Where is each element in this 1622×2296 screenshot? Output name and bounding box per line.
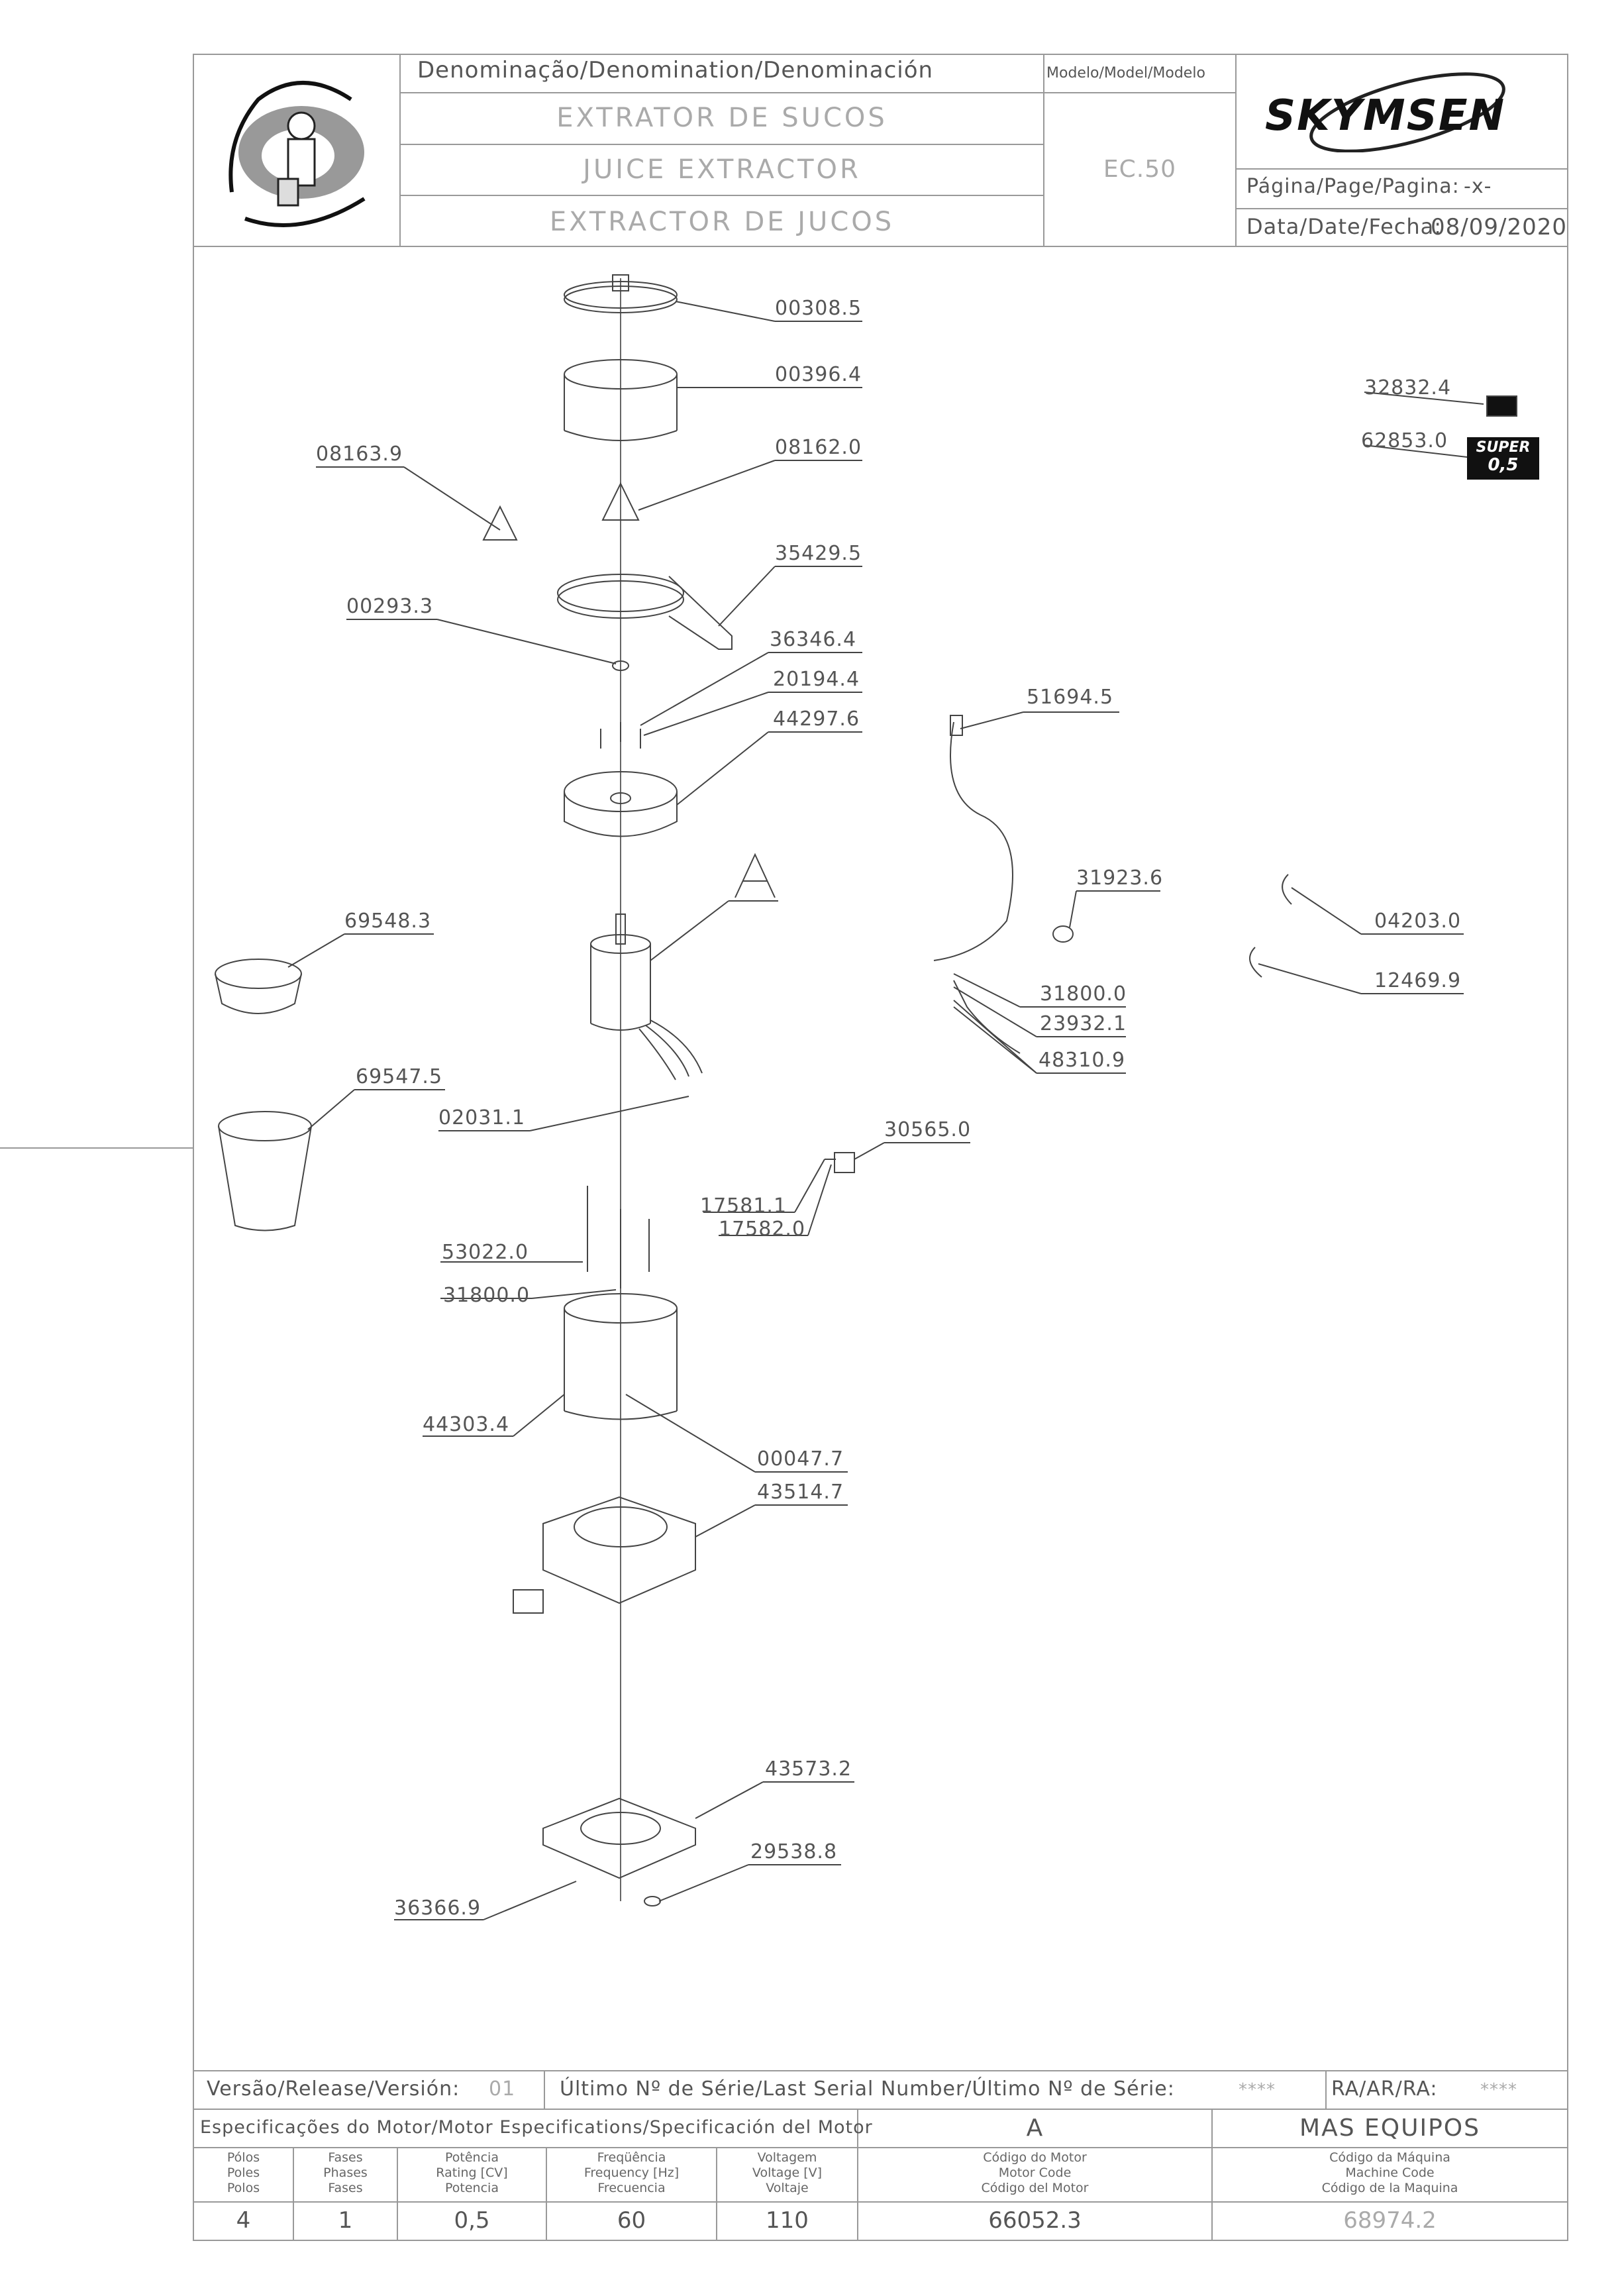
brand-name: SKYMSEN: [1265, 91, 1506, 140]
frequency-value: 60: [617, 2207, 646, 2234]
part-02031-1: 02031.1: [438, 1106, 526, 1129]
serial-label: Último Nº de Série/Last Serial Number/Úl…: [560, 2077, 1175, 2101]
super-motor-badge: SUPER 0,5: [1467, 437, 1539, 480]
denomination-label: Denominação/Denomination/Denominación: [417, 57, 934, 83]
page-value: -x-: [1464, 175, 1492, 198]
col-frequency-label: Freqüência Frequency [Hz] Frecuencia: [583, 2150, 680, 2195]
authorized-service-seal: [219, 66, 384, 238]
serial-value: ****: [1239, 2080, 1276, 2100]
part-53022-0: 53022.0: [442, 1241, 529, 1264]
brand-logo: SKYMSEN: [1245, 66, 1563, 152]
part-36346-4: 36346.4: [770, 628, 857, 651]
part-17581-1: 17581.1: [700, 1194, 787, 1218]
date-label: Data/Date/Fecha:: [1246, 214, 1443, 239]
col-machine-code-label: Código da Máquina Machine Code Código de…: [1321, 2150, 1458, 2195]
product-name-es: EXTRACTOR DE JUCOS: [549, 207, 895, 237]
part-35429-5: 35429.5: [775, 542, 862, 565]
poles-value: 4: [236, 2207, 251, 2234]
ra-label: RA/AR/RA:: [1331, 2077, 1438, 2101]
part-17582-0: 17582.0: [719, 1218, 806, 1241]
part-08163-9: 08163.9: [316, 443, 403, 466]
machine-code-value: 68974.2: [1343, 2207, 1437, 2234]
model-label: Modelo/Model/Modelo: [1046, 65, 1205, 81]
motor-spec-label: Especificações do Motor/Motor Especifica…: [200, 2117, 873, 2138]
lid-part: [564, 286, 678, 313]
voltage-value: 110: [766, 2207, 809, 2234]
part-04203-0: 04203.0: [1374, 910, 1462, 933]
release-label: Versão/Release/Versión:: [207, 2077, 460, 2101]
part-30565-0: 30565.0: [884, 1118, 972, 1141]
model-value: EC.50: [1103, 156, 1177, 183]
part-00308-5: 00308.5: [775, 297, 862, 320]
company-name: MAS EQUIPOS: [1299, 2114, 1480, 2142]
super-label: SUPER: [1476, 439, 1531, 456]
part-48310-9: 48310.9: [1039, 1049, 1126, 1072]
col-motor-code-label: Código do Motor Motor Code Código del Mo…: [981, 2150, 1089, 2195]
part-44303-4: 44303.4: [423, 1413, 510, 1436]
part-31800-0-a: 31800.0: [1040, 982, 1127, 1006]
part-00047-7: 00047.7: [757, 1447, 844, 1471]
part-69548-3: 69548.3: [344, 910, 432, 933]
super-value: 0,5: [1488, 455, 1519, 475]
part-43573-2: 43573.2: [765, 1757, 852, 1781]
part-69547-5: 69547.5: [356, 1065, 443, 1088]
part-12469-9: 12469.9: [1374, 969, 1462, 992]
motor-code-value: 66052.3: [988, 2207, 1082, 2234]
part-44297-6: 44297.6: [773, 707, 860, 731]
release-value: 01: [489, 2077, 516, 2101]
part-31923-6: 31923.6: [1076, 866, 1164, 890]
part-43514-7: 43514.7: [757, 1481, 844, 1504]
col-voltage-label: Voltagem Voltage [V] Voltaje: [752, 2150, 823, 2195]
part-00293-3: 00293.3: [346, 595, 434, 618]
power-value: 0,5: [454, 2207, 490, 2234]
phases-value: 1: [338, 2207, 353, 2234]
motor-letter: A: [1026, 2114, 1044, 2142]
date-value: 08/09/2020: [1431, 214, 1567, 240]
part-29538-8: 29538.8: [750, 1840, 838, 1863]
ra-value: ****: [1480, 2080, 1517, 2100]
part-36366-9: 36366.9: [394, 1897, 482, 1920]
part-32832-4: 32832.4: [1364, 376, 1452, 399]
col-poles-label: Pólos Poles Polos: [227, 2150, 260, 2195]
product-name-en: JUICE EXTRACTOR: [583, 154, 861, 185]
col-power-label: Potência Rating [CV] Potencia: [436, 2150, 508, 2195]
part-51694-5: 51694.5: [1027, 686, 1114, 709]
part-20194-4: 20194.4: [773, 668, 860, 691]
page-label: Página/Page/Pagina:: [1246, 175, 1460, 198]
part-23932-1: 23932.1: [1040, 1012, 1127, 1035]
part-00396-4: 00396.4: [775, 363, 862, 386]
product-name-pt: EXTRATOR DE SUCOS: [556, 103, 887, 133]
part-62853-0: 62853.0: [1361, 429, 1448, 452]
part-31800-0-b: 31800.0: [443, 1284, 531, 1307]
col-phases-label: Fases Phases Fases: [323, 2150, 368, 2195]
part-08162-0: 08162.0: [775, 436, 862, 459]
